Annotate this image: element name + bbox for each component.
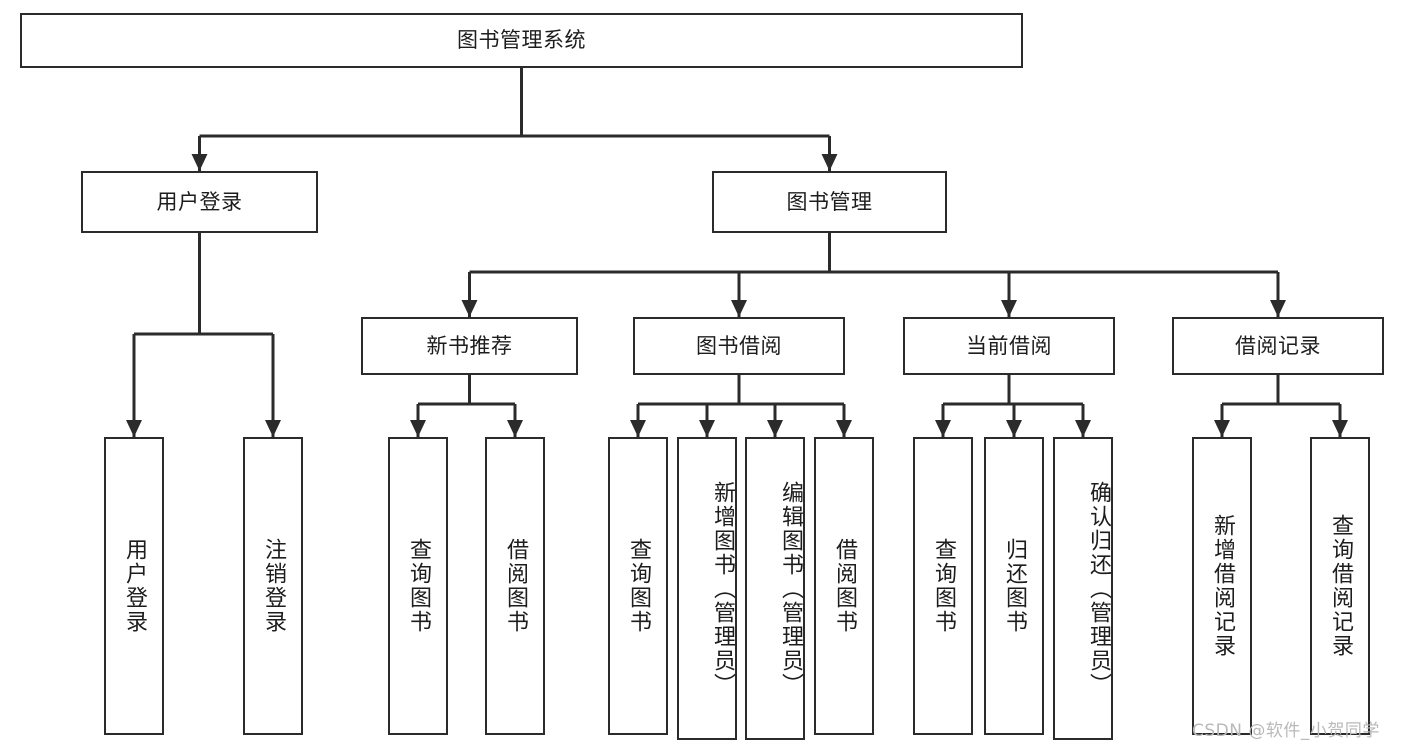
node-leaf-borrow-book-2[interactable]: 借阅图书 [814, 437, 874, 735]
arrow-head-icon [191, 154, 208, 171]
node-root[interactable]: 图书管理系统 [20, 13, 1023, 68]
arrow-head-icon [630, 420, 646, 437]
arrow-head-icon [265, 420, 281, 437]
node-leaf-query-book-2[interactable]: 查询图书 [608, 437, 668, 735]
node-current-borrow[interactable]: 当前借阅 [903, 317, 1115, 375]
node-leaf-add-record[interactable]: 新增借阅记录 [1192, 437, 1252, 735]
arrow-head-icon [126, 420, 142, 437]
arrow-head-icon [507, 420, 523, 437]
arrow-head-icon [935, 420, 951, 437]
node-leaf-logout[interactable]: 注销登录 [243, 437, 303, 735]
node-borrow-record[interactable]: 借阅记录 [1172, 317, 1384, 375]
node-leaf-borrow-book-1[interactable]: 借阅图书 [485, 437, 545, 735]
arrow-head-icon [821, 154, 838, 171]
arrow-head-icon [699, 420, 715, 437]
arrow-head-icon [1270, 300, 1286, 317]
node-leaf-add-book[interactable]: 新增图书（管理员） [677, 437, 737, 740]
node-leaf-query-book-3[interactable]: 查询图书 [913, 437, 973, 735]
node-new-book-rec[interactable]: 新书推荐 [361, 317, 578, 375]
arrow-head-icon [1332, 420, 1348, 437]
node-leaf-query-record[interactable]: 查询借阅记录 [1310, 437, 1370, 735]
node-book-borrow[interactable]: 图书借阅 [633, 317, 845, 375]
arrow-head-icon [410, 420, 426, 437]
arrow-head-icon [461, 300, 478, 317]
arrow-head-icon [1214, 420, 1230, 437]
node-book-manage[interactable]: 图书管理 [712, 171, 947, 233]
node-leaf-confirm-return[interactable]: 确认归还（管理员） [1053, 437, 1113, 740]
arrow-head-icon [731, 300, 747, 317]
arrow-head-icon [1006, 420, 1022, 437]
arrow-head-icon [767, 420, 783, 437]
node-leaf-query-book-1[interactable]: 查询图书 [388, 437, 448, 735]
node-user-login[interactable]: 用户登录 [81, 171, 318, 233]
arrow-head-icon [1001, 300, 1017, 317]
arrow-head-icon [1075, 420, 1091, 437]
arrow-head-icon [836, 420, 852, 437]
node-leaf-user-login[interactable]: 用户登录 [104, 437, 164, 735]
node-leaf-return-book[interactable]: 归还图书 [984, 437, 1044, 735]
node-leaf-edit-book[interactable]: 编辑图书（管理员） [745, 437, 805, 740]
